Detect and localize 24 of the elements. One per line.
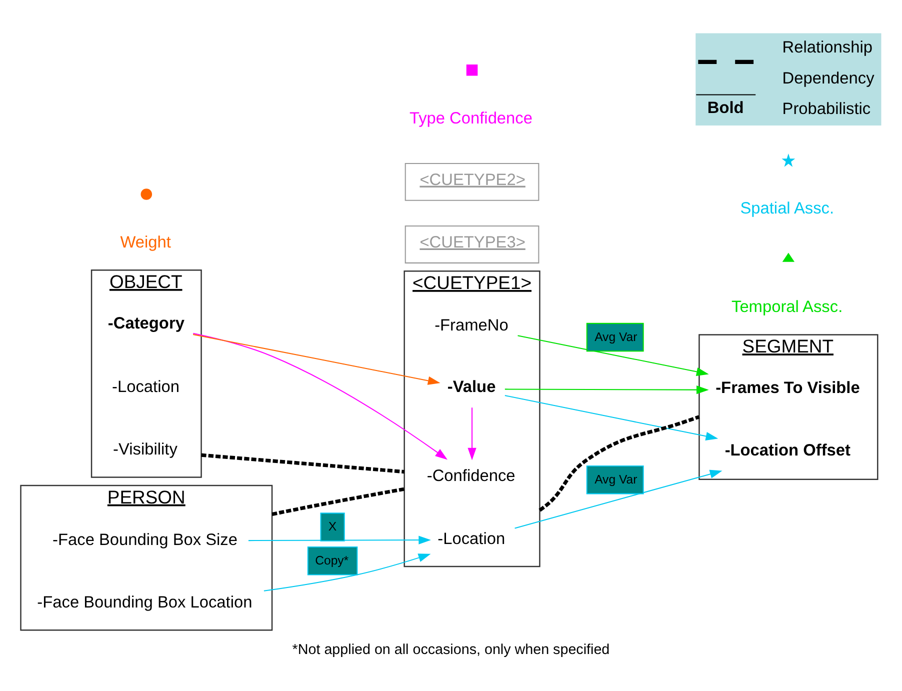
- caption: *Not applied on all occasions, only when specified: [292, 642, 610, 658]
- node-text: -FrameNo: [434, 316, 508, 334]
- node-text: -Location Offset: [724, 442, 851, 460]
- legend-label: Dependency: [782, 69, 874, 88]
- edge-label: Avg Var: [594, 472, 638, 487]
- legend-label: Relationship: [782, 38, 872, 56]
- node-text: -Category: [108, 314, 184, 332]
- node-text: -Frames To Visible: [716, 378, 860, 397]
- node-text: -Visibility: [113, 440, 178, 459]
- edge-label: Avg Var: [594, 330, 638, 344]
- label: Bold: [707, 98, 744, 117]
- label: Type Confidence: [409, 109, 532, 128]
- edge-label: Copy*: [315, 554, 349, 568]
- node-text: -Face Bounding Box Size: [52, 530, 238, 549]
- label: Temporal Assc.: [732, 298, 843, 316]
- label: Weight: [120, 233, 171, 252]
- node-text: -Location: [112, 378, 180, 396]
- node-text: -Confidence: [426, 467, 516, 486]
- edge-label: X: [328, 520, 337, 534]
- node-text: -Face Bounding Box Location: [37, 593, 252, 612]
- node-text: -Value: [447, 378, 496, 396]
- label: Spatial Assc.: [740, 200, 834, 218]
- node-text: -Location: [438, 530, 506, 548]
- legend-label: Probabilistic: [782, 100, 871, 118]
